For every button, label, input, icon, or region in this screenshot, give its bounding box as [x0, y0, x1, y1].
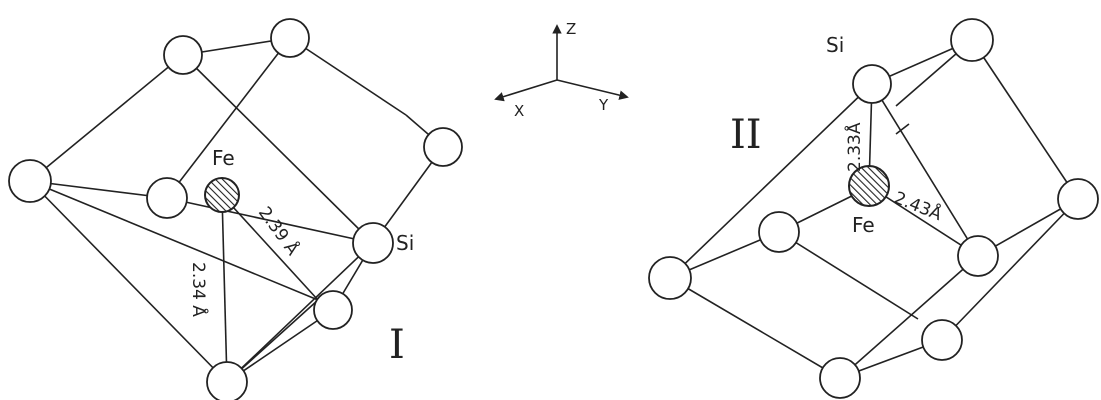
fe-label: Fe — [212, 146, 235, 170]
fe-si-bond — [221, 194, 319, 301]
si-atom — [146, 177, 188, 219]
bond-length-label: 2.39 Å — [254, 202, 304, 260]
bond — [289, 37, 407, 116]
si-atom — [758, 211, 800, 253]
structure-2: Si Fe 2.33Å 2.43Å II — [648, 18, 1099, 399]
bond — [778, 231, 919, 320]
structure-1-atoms — [8, 18, 463, 400]
si-atom — [313, 290, 353, 330]
bond — [182, 54, 374, 244]
si-atom — [206, 361, 248, 400]
structure-2-atoms — [648, 18, 1099, 399]
bond — [166, 37, 291, 199]
y-axis-label: Y — [598, 96, 609, 114]
bond — [971, 39, 1079, 200]
structure-number: II — [730, 112, 762, 158]
bond — [226, 242, 374, 383]
si-atom — [921, 319, 963, 361]
fe-si-bond — [221, 194, 228, 383]
si-atom — [163, 35, 203, 75]
fe-label: Fe — [852, 213, 875, 237]
y-axis — [556, 79, 629, 100]
fe-atom — [848, 165, 890, 207]
si-atom — [270, 18, 310, 58]
fe-si-bond — [868, 185, 979, 257]
bond — [839, 255, 979, 379]
bond — [29, 180, 228, 383]
si-atom — [352, 222, 394, 264]
bond — [669, 83, 873, 279]
structure-1: Fe Si 2.39 Å 2.34 Å I — [8, 18, 463, 400]
z-axis-label: Z — [566, 20, 576, 38]
si-atom — [1057, 178, 1099, 220]
si-label: Si — [396, 231, 414, 255]
structure-1-bonds — [29, 37, 444, 383]
bond — [941, 198, 1079, 341]
bond — [29, 54, 184, 182]
x-axis-label: X — [514, 102, 524, 120]
bond-length-label: 2.33Å — [843, 122, 865, 172]
bond — [166, 197, 374, 244]
bond — [29, 180, 319, 301]
bond-length-label: 2.43Å — [891, 186, 945, 225]
bond — [29, 180, 168, 199]
structure-number: I — [389, 322, 405, 368]
si-atom — [950, 18, 994, 62]
fe-atom — [204, 177, 240, 213]
bond — [871, 83, 979, 257]
si-atom — [648, 256, 692, 300]
bond — [669, 277, 841, 379]
bond — [226, 309, 334, 383]
si-label: Si — [826, 33, 844, 57]
si-atom — [8, 159, 52, 203]
si-atom — [819, 357, 861, 399]
si-atom — [957, 235, 999, 277]
axes: Z X Y — [494, 20, 629, 120]
x-axis — [494, 79, 558, 102]
bond — [895, 123, 910, 135]
bond-length-label: 2.34 Å — [188, 262, 210, 317]
si-atom — [852, 64, 892, 104]
si-atom — [423, 127, 463, 167]
structure-2-bonds — [669, 39, 1079, 379]
